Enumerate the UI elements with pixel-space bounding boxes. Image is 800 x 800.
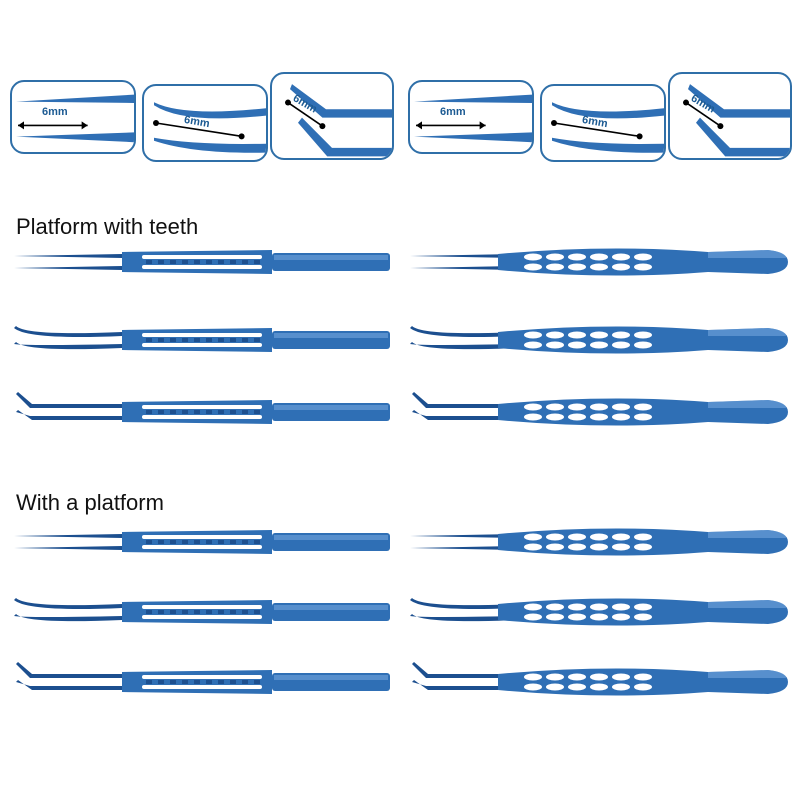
tip-closeup-straight: 6mm: [10, 80, 136, 154]
tip-jaws-illustration: [683, 84, 790, 157]
section-title-with-a-platform: With a platform: [16, 490, 164, 515]
forceps-teeth-angled-flat-handle: [12, 382, 392, 447]
tip-dimension-label: 6mm: [42, 105, 68, 118]
forceps-platform-angled-flat-handle: [12, 652, 392, 717]
tip-jaws-illustration: [414, 94, 532, 143]
tip-closeup-curved: 6mm: [142, 84, 268, 162]
forceps-teeth-curved-flat-handle: [12, 310, 392, 375]
tip-closeup-angled: 6mm: [668, 72, 792, 160]
tip-closeup-curved: 6mm: [540, 84, 666, 162]
forceps-platform-straight-rounded-handle: [408, 512, 788, 577]
forceps-teeth-curved-rounded-handle: [408, 310, 788, 375]
forceps-platform-curved-flat-handle: [12, 582, 392, 647]
forceps-platform-curved-rounded-handle: [408, 582, 788, 647]
tip-closeup-angled: 6mm: [270, 72, 394, 160]
forceps-platform-angled-rounded-handle: [408, 652, 788, 717]
tip-jaws-illustration: [153, 102, 266, 153]
tip-jaws-illustration: [551, 102, 664, 153]
forceps-platform-straight-flat-handle: [12, 512, 392, 577]
tip-dimension-label: 6mm: [440, 105, 466, 118]
forceps-teeth-angled-rounded-handle: [408, 382, 788, 447]
tip-jaws-illustration: [285, 84, 392, 157]
forceps-teeth-straight-flat-handle: [12, 232, 392, 297]
forceps-teeth-straight-rounded-handle: [408, 232, 788, 297]
tip-closeup-straight: 6mm: [408, 80, 534, 154]
section-title-platform-with-teeth: Platform with teeth: [16, 214, 199, 239]
tip-jaws-illustration: [16, 94, 134, 143]
